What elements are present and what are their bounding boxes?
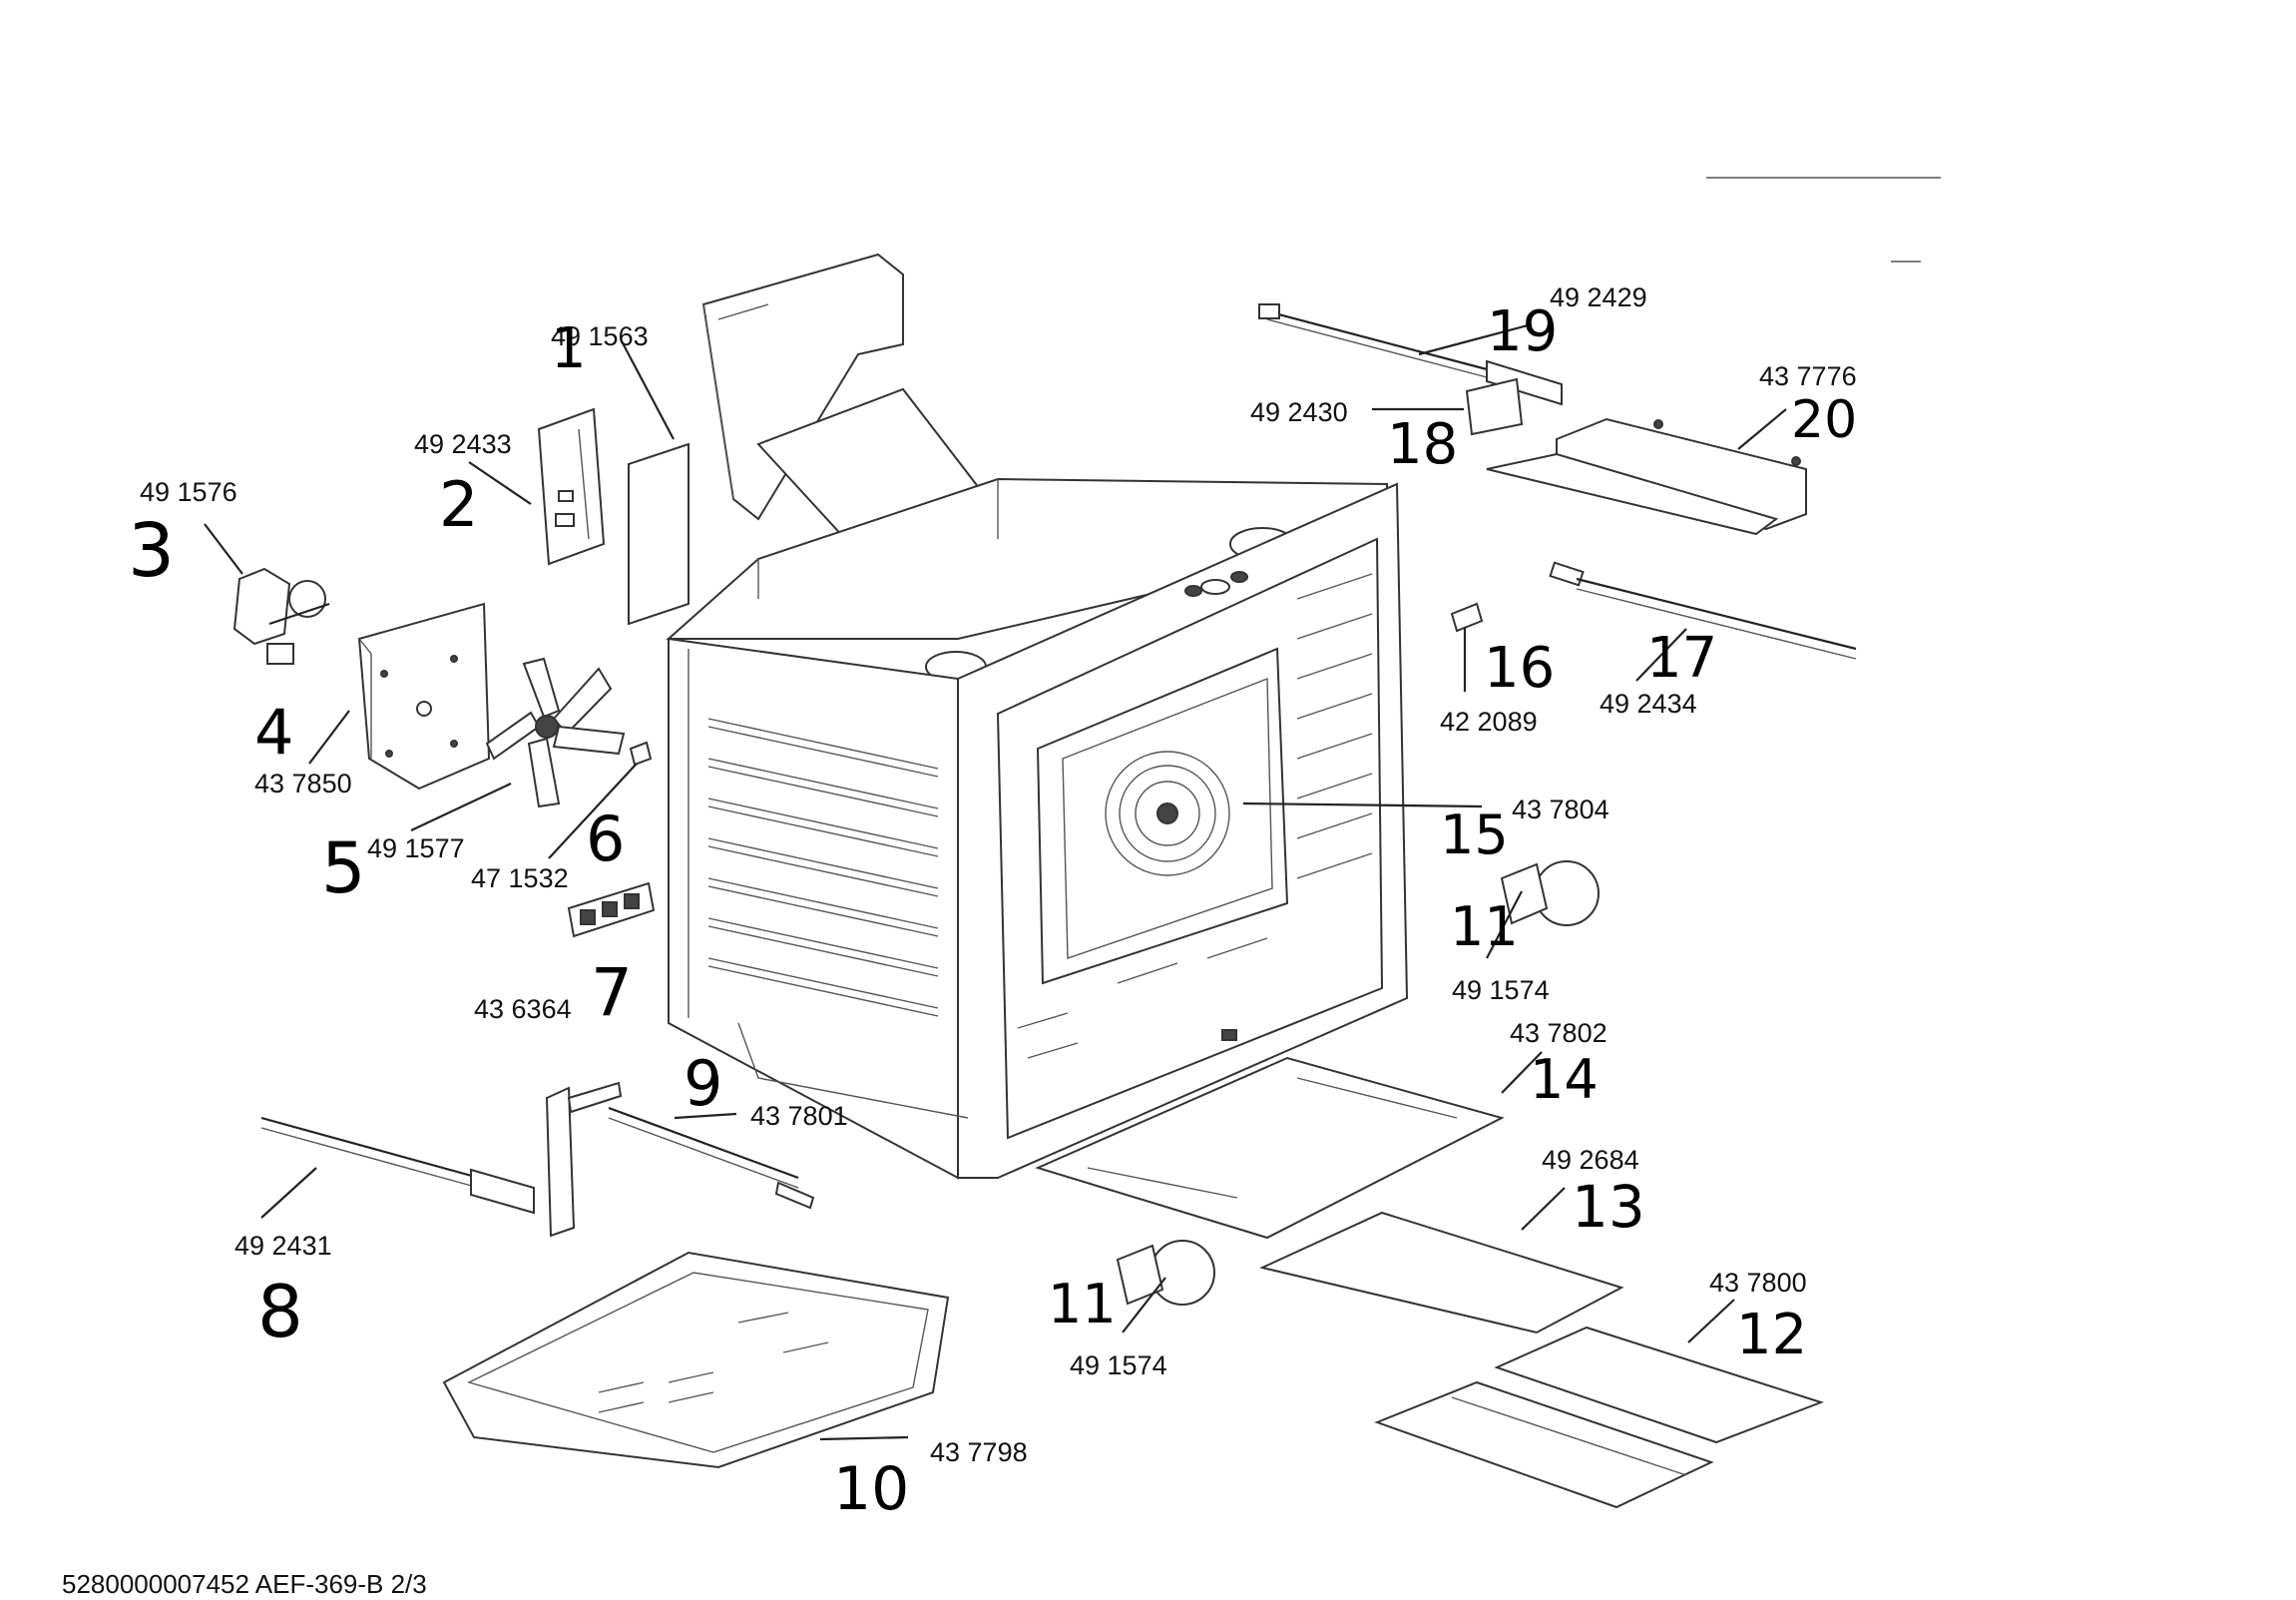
part-number-13: 49 2684 bbox=[1542, 1145, 1639, 1175]
part-number-6: 47 1532 bbox=[471, 863, 569, 893]
part-5-fan-blade bbox=[485, 657, 626, 808]
part-18-bracket bbox=[1465, 377, 1524, 436]
index-10: 10 bbox=[833, 1454, 910, 1524]
part-number-7: 43 6364 bbox=[474, 994, 572, 1024]
index-11-lower: 11 bbox=[1048, 1273, 1117, 1335]
part-19-wire-harness bbox=[1258, 303, 1563, 406]
index-9: 9 bbox=[684, 1047, 723, 1120]
part-number-1: 49 1563 bbox=[551, 321, 649, 351]
part-number-8: 49 2431 bbox=[234, 1231, 332, 1261]
part-11-lamp-upper bbox=[1500, 860, 1600, 926]
index-4: 4 bbox=[254, 696, 294, 769]
index-18: 18 bbox=[1387, 412, 1459, 477]
part-number-17: 49 2434 bbox=[1600, 689, 1697, 719]
part-number-19: 49 2429 bbox=[1550, 282, 1647, 312]
part-number-16: 42 2089 bbox=[1440, 707, 1538, 737]
part-number-10: 43 7798 bbox=[930, 1437, 1028, 1467]
part-16-clip bbox=[1450, 602, 1484, 633]
index-6: 6 bbox=[586, 802, 626, 875]
part-number-3: 49 1576 bbox=[140, 477, 237, 507]
part-3-fan-motor bbox=[232, 567, 330, 665]
index-12: 12 bbox=[1736, 1303, 1808, 1367]
part-number-14: 43 7802 bbox=[1510, 1018, 1607, 1048]
part-number-9: 43 7801 bbox=[750, 1101, 848, 1131]
index-14: 14 bbox=[1530, 1048, 1599, 1111]
part-number-5: 49 1577 bbox=[367, 833, 465, 863]
part-number-11-upper: 49 1574 bbox=[1452, 975, 1550, 1005]
index-13: 13 bbox=[1572, 1173, 1645, 1241]
oven-cavity-drawing bbox=[666, 253, 1409, 1180]
part-number-15: 43 7804 bbox=[1512, 795, 1609, 824]
index-17: 17 bbox=[1646, 626, 1718, 691]
leader-lines bbox=[204, 322, 1787, 1441]
index-2: 2 bbox=[439, 468, 479, 541]
part-number-12: 43 7800 bbox=[1709, 1268, 1807, 1298]
index-19: 19 bbox=[1487, 299, 1559, 364]
index-8: 8 bbox=[257, 1270, 303, 1353]
part-11-lamp-lower bbox=[1116, 1240, 1215, 1306]
part-number-20: 43 7776 bbox=[1759, 361, 1857, 391]
part-2-control-board bbox=[537, 407, 606, 566]
part-13-plate bbox=[1258, 1211, 1624, 1334]
part-12-twin-panel bbox=[1374, 1326, 1825, 1509]
index-15: 15 bbox=[1440, 803, 1509, 866]
index-5: 5 bbox=[321, 827, 366, 909]
part-20-panel bbox=[1486, 417, 1807, 536]
part-4-motor-plate bbox=[357, 602, 491, 791]
part-7-switch-block bbox=[567, 881, 656, 938]
part-6-nut bbox=[629, 741, 653, 767]
part-17-grill-element bbox=[1549, 561, 1857, 660]
part-1-cover-plate bbox=[628, 442, 689, 626]
part-number-4: 43 7850 bbox=[254, 769, 352, 799]
part-number-18: 49 2430 bbox=[1250, 397, 1348, 427]
index-7: 7 bbox=[591, 954, 633, 1031]
index-16: 16 bbox=[1484, 636, 1556, 701]
part-14-floor-panel bbox=[1035, 1056, 1505, 1240]
part-9-element-bracket bbox=[545, 1081, 815, 1238]
part-8-element-lead bbox=[260, 1116, 535, 1215]
part-number-11-lower: 49 1574 bbox=[1070, 1350, 1167, 1380]
index-20: 20 bbox=[1791, 390, 1858, 450]
index-3: 3 bbox=[128, 508, 176, 594]
index-1: 1 bbox=[551, 316, 587, 381]
part-number-2: 49 2433 bbox=[414, 429, 512, 459]
part-10-baking-tray bbox=[442, 1251, 950, 1469]
index-11-upper: 11 bbox=[1450, 895, 1519, 958]
